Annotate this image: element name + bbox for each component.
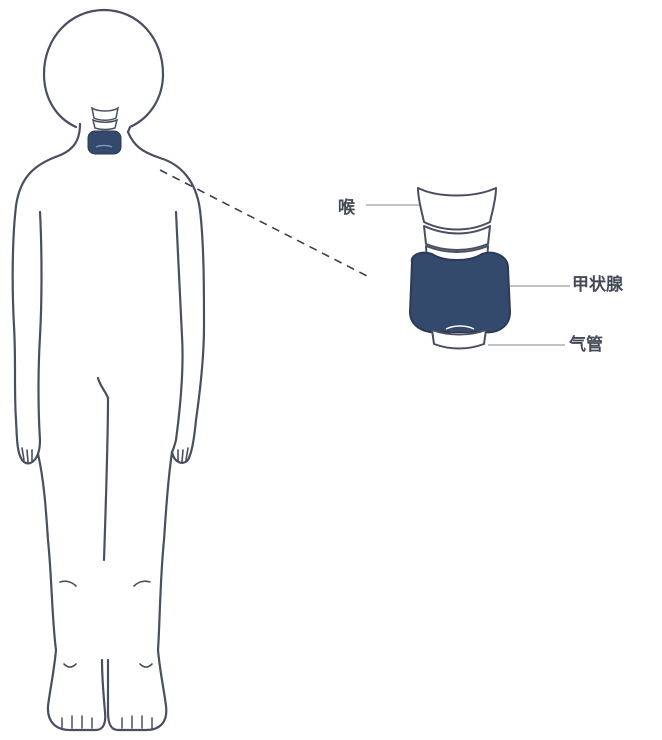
enlarged-thyroid-diagram	[410, 188, 510, 349]
body-right-contour	[108, 132, 204, 730]
left-ankle	[64, 664, 76, 667]
right-knee	[134, 581, 150, 586]
right-ankle	[140, 664, 152, 667]
right-inner-arm	[172, 212, 183, 452]
left-toes	[62, 716, 92, 728]
body-left-contour	[13, 124, 106, 730]
thyroid-gland	[410, 253, 510, 333]
zoom-connector-line	[160, 170, 367, 276]
left-knee	[60, 581, 76, 586]
right-toes	[122, 716, 152, 728]
label-thyroid: 甲状腺	[572, 275, 623, 295]
label-trachea: 气管	[569, 335, 603, 355]
left-inner-arm	[38, 212, 42, 454]
left-hand-detail	[22, 448, 32, 462]
crotch-line	[98, 378, 108, 560]
neck-thyroid-small	[88, 108, 121, 154]
larynx-cartilage	[418, 188, 496, 230]
label-larynx: 喉	[338, 198, 355, 218]
right-hand-detail	[178, 448, 188, 462]
